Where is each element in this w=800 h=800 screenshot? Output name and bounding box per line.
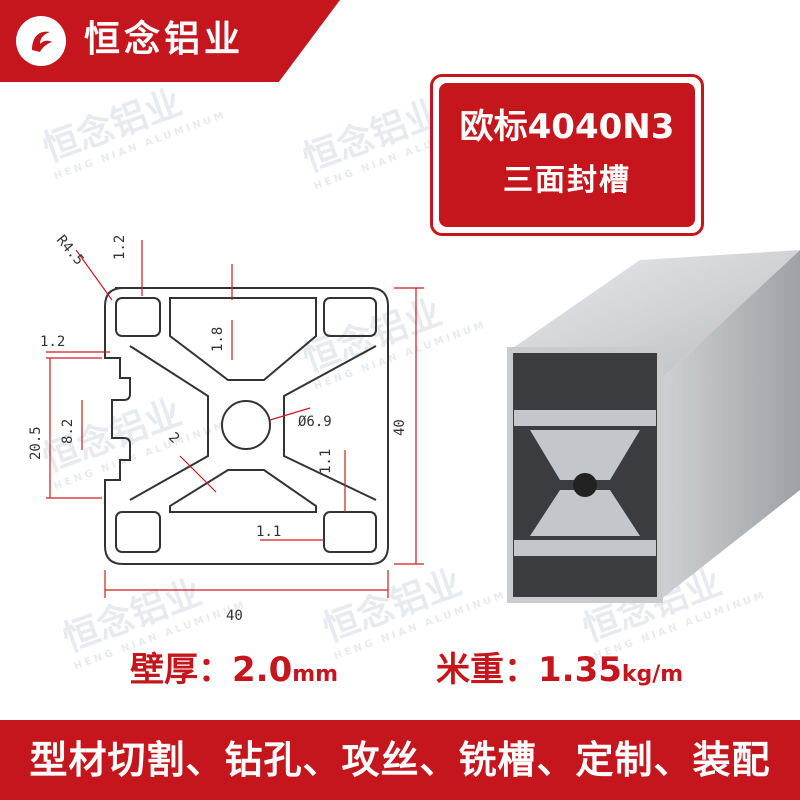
brand-banner: 恒念铝业 — [0, 0, 340, 82]
brand-name: 恒念铝业 — [84, 19, 245, 60]
aluminum-profile-3d-render — [507, 250, 800, 603]
dim-1-1-right: 1.1 — [318, 449, 334, 474]
dim-height-40: 40 — [392, 419, 408, 436]
wall-thickness-spec: 壁厚：2.0mm — [130, 650, 339, 690]
dim-1-2-top: 1.2 — [112, 235, 128, 260]
profile-outline — [104, 287, 389, 565]
brand-logo-icon — [16, 16, 66, 66]
dim-r4-5: R4.5 — [53, 232, 87, 268]
weight-per-meter-spec: 米重：1.35kg/m — [436, 650, 684, 690]
dim-20-5: 20.5 — [28, 426, 44, 460]
dim-diameter-6-9: Ø6.9 — [298, 414, 332, 430]
dim-1-2-left: 1.2 — [40, 334, 65, 350]
dim-1-8: 1.8 — [210, 327, 226, 352]
services-banner: 型材切割、钻孔、攻丝、铣槽、定制、装配 — [0, 720, 800, 800]
dim-1-1-bottom: 1.1 — [256, 524, 281, 540]
dim-8-2: 8.2 — [60, 419, 76, 444]
dim-width-40: 40 — [226, 608, 243, 624]
dimension-lines — [46, 240, 424, 598]
dim-2: 2 — [165, 430, 182, 447]
model-name: 欧标4040N3 — [459, 107, 675, 147]
model-feature: 三面封槽 — [503, 163, 631, 198]
profile-cross-section-drawing: 40 40 20.5 8.2 R4.5 1.2 1.2 1.8 2 Ø6.9 1… — [28, 232, 424, 624]
model-label-box: 欧标4040N3 三面封槽 — [430, 74, 704, 236]
